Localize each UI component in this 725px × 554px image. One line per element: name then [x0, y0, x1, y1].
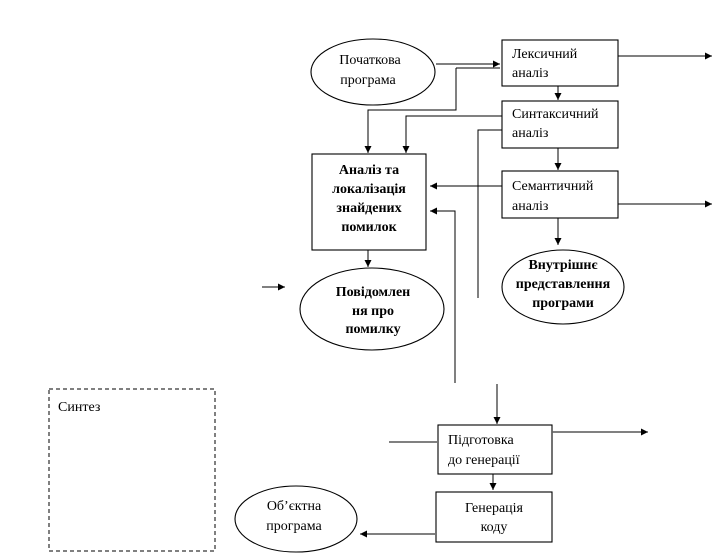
node-error-analysis: Аналіз та локалізація знайдених помилок	[311, 153, 427, 251]
node-lexical-line-2: аналіз	[512, 66, 549, 81]
node-error-messages-line-1: Повідомлен	[336, 285, 410, 300]
node-error-analysis-line-4: помилок	[341, 220, 397, 235]
node-object-program: Об’єктна програма	[234, 485, 358, 553]
node-error-analysis-line-1: Аналіз та	[339, 163, 399, 178]
node-initial-program-line-1: Початкова	[339, 53, 401, 68]
connectors	[262, 52, 712, 538]
node-synthesis: Синтез	[48, 388, 216, 552]
node-generation-prep: Підготовка до генерації	[437, 424, 553, 475]
node-semantic-analysis: Семантичний аналіз	[501, 170, 619, 219]
node-error-messages-line-2: ня про	[352, 304, 394, 319]
node-object-program-line-1: Об’єктна	[267, 499, 322, 514]
node-codegen-line-2: коду	[481, 520, 508, 535]
node-internal-line-3: програми	[532, 296, 594, 311]
node-lexical-line-1: Лексичний	[512, 47, 578, 62]
node-synthesis-label: Синтез	[58, 400, 101, 415]
node-error-messages-line-3: помилку	[345, 322, 400, 337]
node-gen-prep-line-2: до генерації	[448, 453, 520, 468]
node-lexical-analysis: Лексичний аналіз	[501, 39, 619, 87]
arrow-lexical-to-errors	[364, 68, 457, 153]
node-initial-program-line-2: програма	[340, 73, 396, 88]
node-internal-line-2: представлення	[516, 277, 611, 292]
arrow-prep-to-errors	[430, 207, 456, 383]
node-internal-line-1: Внутрішнє	[528, 258, 597, 273]
node-code-generation: Генерація коду	[435, 491, 553, 543]
node-error-analysis-line-2: локалізація	[332, 182, 406, 197]
node-syntax-analysis: Синтаксичний аналіз	[501, 100, 619, 149]
node-error-messages: Повідомлен ня про помилку	[299, 267, 445, 351]
node-initial-program: Початкова програма	[310, 38, 436, 106]
node-semantic-line-1: Семантичний	[512, 179, 594, 194]
node-syntax-line-2: аналіз	[512, 126, 549, 141]
line-syntax-down	[477, 129, 502, 298]
node-syntax-line-1: Синтаксичний	[512, 107, 599, 122]
node-gen-prep-line-1: Підготовка	[448, 433, 514, 448]
node-error-analysis-line-3: знайдених	[336, 201, 401, 216]
node-codegen-line-1: Генерація	[465, 501, 524, 516]
node-object-program-line-2: програма	[266, 519, 322, 534]
arrow-syntax-to-errors	[402, 115, 502, 153]
node-semantic-line-2: аналіз	[512, 199, 549, 214]
node-internal-representation: Внутрішнє представлення програми	[501, 249, 625, 325]
